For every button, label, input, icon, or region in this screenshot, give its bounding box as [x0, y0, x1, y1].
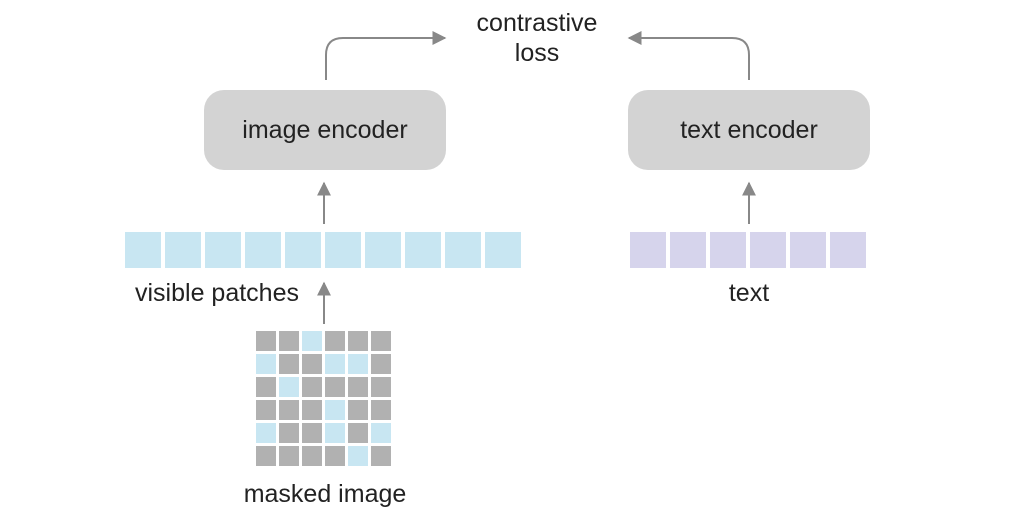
visible-patches-strip: [125, 232, 521, 268]
masked-image-patch: [348, 331, 368, 351]
visible-patch: [245, 232, 281, 268]
visible-patch: [205, 232, 241, 268]
masked-image-patch: [371, 377, 391, 397]
masked-image-patch: [256, 400, 276, 420]
masked-image-patch: [302, 446, 322, 466]
visible-patch: [165, 232, 201, 268]
visible-patch: [285, 232, 321, 268]
text-encoder-to-loss-arrow: [627, 31, 750, 80]
text-label: text: [728, 279, 770, 307]
masked-image-patch: [302, 400, 322, 420]
masked-image-patch: [325, 377, 345, 397]
visible-image-patch: [302, 331, 322, 351]
visible-image-patch: [371, 423, 391, 443]
masked-image-patch: [256, 377, 276, 397]
masked-image-patch: [348, 377, 368, 397]
masked-image-patch: [279, 446, 299, 466]
masked-image-patch: [348, 400, 368, 420]
visible-patch: [485, 232, 521, 268]
masked-image-patch: [302, 377, 322, 397]
visible-image-patch: [325, 354, 345, 374]
visible-image-patch: [348, 354, 368, 374]
masked-image-grid: [256, 331, 391, 466]
masked-image-patch: [325, 331, 345, 351]
text-token: [710, 232, 746, 268]
masked-image-patch: [279, 331, 299, 351]
image-encoder-label: image encoder: [242, 115, 408, 144]
contrastive-loss-label: contrastive loss: [437, 8, 637, 68]
visible-image-patch: [256, 354, 276, 374]
loss-label-line2: loss: [514, 39, 560, 67]
text-token: [750, 232, 786, 268]
text-token: [670, 232, 706, 268]
masked-image-patch: [279, 354, 299, 374]
masked-image-patch: [348, 423, 368, 443]
visible-patch: [365, 232, 401, 268]
masked-image-label: masked image: [243, 480, 407, 508]
visible-patch: [405, 232, 441, 268]
image-encoder-to-loss-arrow: [325, 31, 447, 80]
masked-image-patch: [302, 423, 322, 443]
masked-image-patch: [279, 423, 299, 443]
text-token: [830, 232, 866, 268]
visible-patch: [445, 232, 481, 268]
visible-image-patch: [325, 423, 345, 443]
visible-image-patch: [325, 400, 345, 420]
masked-image-patch: [256, 331, 276, 351]
visible-image-patch: [279, 377, 299, 397]
text-encoder-label: text encoder: [680, 115, 818, 144]
text-tokens-strip: [630, 232, 866, 268]
text-token: [630, 232, 666, 268]
masked-image-patch: [256, 446, 276, 466]
image-encoder-box: image encoder: [204, 90, 446, 170]
masked-image-patch: [371, 331, 391, 351]
visible-patch: [125, 232, 161, 268]
text-token: [790, 232, 826, 268]
text-encoder-box: text encoder: [628, 90, 870, 170]
masked-image-patch: [371, 354, 391, 374]
visible-image-patch: [348, 446, 368, 466]
masked-image-patch: [279, 400, 299, 420]
masked-image-patch: [371, 446, 391, 466]
masked-image-patch: [325, 446, 345, 466]
visible-patches-label: visible patches: [135, 279, 299, 307]
visible-patch: [325, 232, 361, 268]
loss-label-line1: contrastive: [476, 9, 598, 37]
masked-image-patch: [371, 400, 391, 420]
masked-image-patch: [302, 354, 322, 374]
visible-image-patch: [256, 423, 276, 443]
